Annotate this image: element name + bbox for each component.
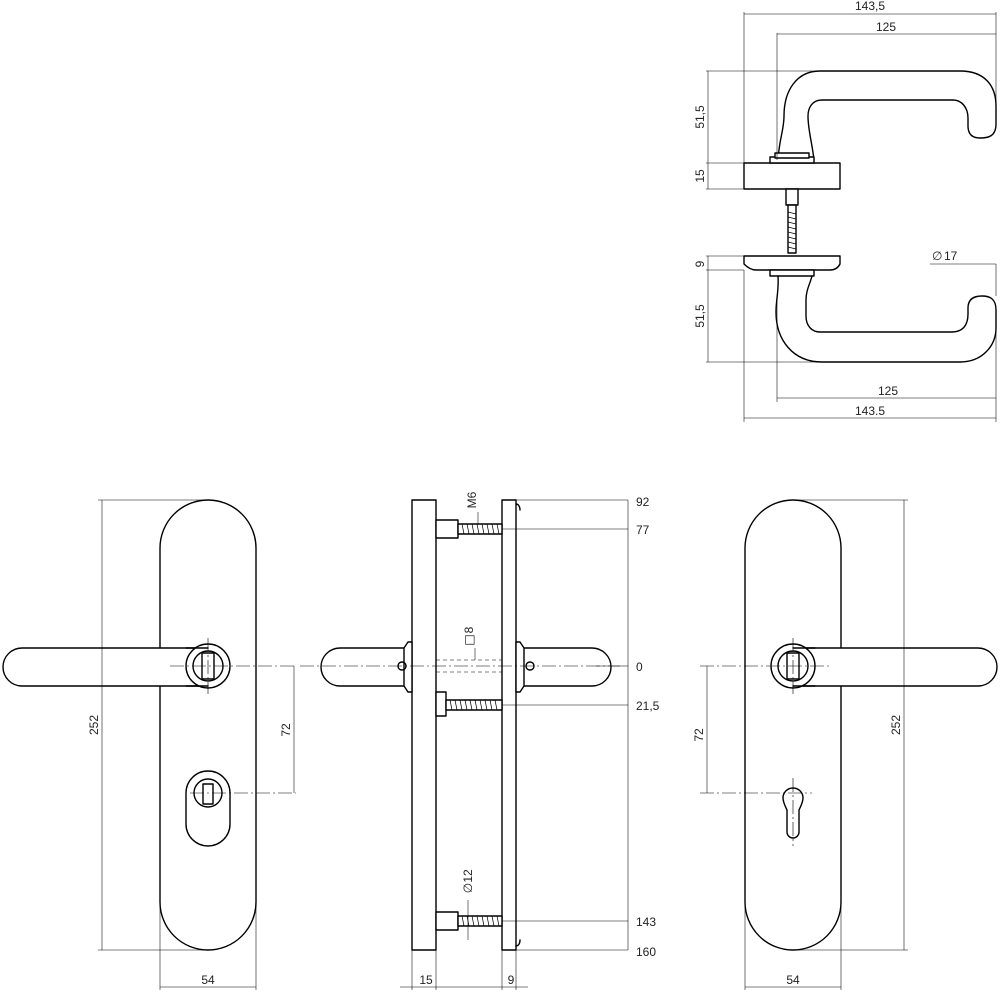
dim-diameter-value: 17 [944, 249, 958, 263]
dim-rose-height-bottom: 9 [693, 260, 707, 267]
screw-thread [787, 211, 797, 250]
ord-0: 0 [636, 660, 643, 674]
dim-right-width: 54 [786, 973, 800, 987]
ord-77: 77 [636, 523, 650, 537]
ord-92: 92 [636, 495, 650, 509]
dim-diameter-symbol: ∅ [932, 249, 942, 263]
section-left-lever [320, 647, 409, 687]
thread-label: M6 [465, 491, 479, 508]
dim-plate-right-thickness: 9 [508, 973, 515, 987]
screw-head [785, 188, 799, 206]
dim-left-lever-cylinder: 72 [279, 723, 293, 737]
stud-bottom [435, 911, 503, 931]
right-plate-section [501, 499, 517, 951]
spindle-square-symbol: □ [462, 634, 476, 645]
bottom-rose-collar [769, 269, 815, 277]
bottom-lever-outline [775, 275, 997, 363]
section-left-neck [403, 641, 413, 693]
right-keyhole [782, 787, 804, 839]
dim-overall-top: 143,5 [855, 0, 885, 13]
front-view-right: 72 252 54 [692, 499, 998, 990]
side-view: 143,5 125 51,5 15 9 51,5 ∅ 17 125 143.5 [693, 0, 997, 422]
dim-lever-bottom: 125 [878, 384, 898, 398]
dim-rose-height-top: 15 [693, 169, 707, 183]
left-cylinder-slot [202, 783, 214, 805]
stud-middle [435, 691, 503, 717]
bottom-rose [743, 255, 841, 271]
dim-right-height: 252 [889, 715, 903, 735]
dim-overall-bottom: 143.5 [855, 404, 885, 418]
section-view: 92 77 0 21,5 143 160 M6 □ 8 ∅ 12 15 9 [300, 491, 660, 990]
top-lever-outline [777, 70, 997, 161]
dim-left-height: 252 [87, 715, 101, 735]
right-lever [793, 647, 998, 687]
section-right-neck [515, 641, 525, 693]
right-plate-outline [744, 499, 842, 951]
left-cylinder-cover [185, 770, 231, 847]
ord-21-5: 21,5 [636, 699, 660, 713]
left-plate-section [411, 499, 437, 951]
dim-right-lever-cylinder: 72 [692, 728, 706, 742]
section-right-lever [519, 647, 612, 687]
ord-160: 160 [636, 945, 656, 959]
front-view-left: 252 72 54 [2, 499, 296, 990]
dim-plate-left-thickness: 15 [419, 973, 433, 987]
screw-diameter-symbol: ∅ [461, 883, 475, 893]
top-rose [743, 162, 841, 190]
ord-143: 143 [636, 915, 656, 929]
top-rose-collar-inner [774, 152, 810, 159]
dim-left-width: 54 [201, 973, 215, 987]
dim-lever-height-bottom: 51,5 [693, 304, 707, 328]
spindle-label: 8 [462, 626, 476, 633]
dim-lever-top: 125 [876, 20, 896, 34]
left-plate-outline [159, 499, 257, 951]
screw-diameter-label: 12 [461, 869, 475, 883]
stud-top [435, 519, 503, 539]
left-lever [2, 647, 209, 687]
dim-lever-height-top: 51,5 [693, 105, 707, 129]
